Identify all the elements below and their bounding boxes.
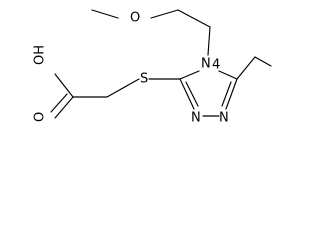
methyl-methoxy-bond (91, 9, 119, 19)
atom-labels: O S N 4 N N OH O (33, 11, 229, 126)
linker-to-n4-bond (207, 26, 211, 56)
carboxyl-oh-bond (54, 73, 74, 98)
n4-locant: 4 (212, 58, 220, 73)
n4-label: N (201, 57, 211, 72)
n1-label: N (219, 111, 229, 126)
c5-n1-double-bond (221, 81, 232, 107)
c5-n1-single-bond (225, 78, 238, 110)
sulfur-ch2-bond (106, 78, 140, 98)
n4-c5-bond (218, 70, 238, 80)
methoxy-ch2-bond (150, 9, 179, 19)
n2-label: N (191, 111, 201, 126)
hydroxyl-label: OH (33, 45, 48, 65)
c3-n2-single-bond (179, 78, 195, 110)
carbonyl-double-bond-2 (50, 93, 68, 113)
chemical-structure-diagram: O S N 4 N N OH O (33, 9, 272, 126)
methoxy-oxygen-label: O (130, 11, 140, 26)
carbonyl-oxygen-label: O (33, 112, 48, 122)
ethyl-linker-bond (177, 9, 211, 28)
carbonyl-double-bond-1 (54, 96, 74, 119)
c5-ethyl-ch2-bond (236, 56, 256, 80)
bond-network (50, 9, 272, 119)
c3-n2-double-bond (185, 81, 199, 107)
n4-c3-bond (179, 70, 200, 80)
sulfur-label: S (140, 72, 148, 87)
ethyl-ch2-ch3-bond (254, 56, 272, 67)
